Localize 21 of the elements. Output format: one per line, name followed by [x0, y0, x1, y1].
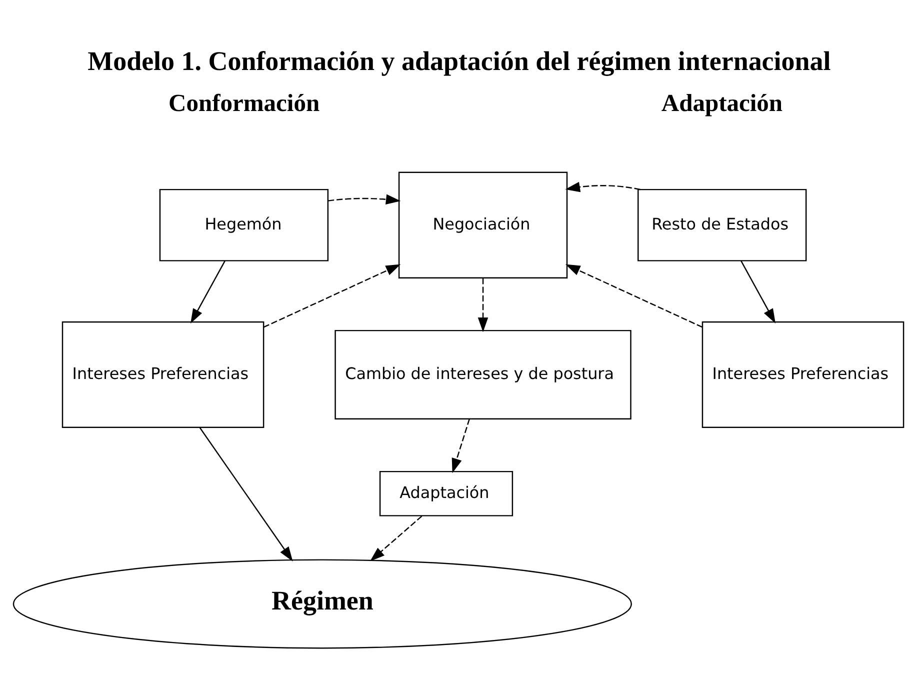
node-ellipse: Régimen	[12, 558, 632, 648]
arrow	[740, 260, 776, 324]
arrow	[565, 264, 703, 328]
node-box: Resto de Estados	[638, 188, 807, 261]
arrow	[565, 181, 640, 192]
arrow	[452, 418, 470, 473]
node-box: Cambio de intereses y de postura	[334, 329, 632, 419]
node-box: Intereses Preferencias	[62, 320, 264, 428]
diagram-title: Modelo 1. Conformación y adaptación del régimen internacional	[88, 46, 831, 76]
arrow	[200, 427, 293, 561]
label: Adaptación	[661, 90, 783, 117]
arrow	[263, 264, 401, 328]
arrow	[370, 515, 422, 561]
node-box: Intereses Preferencias	[702, 320, 904, 428]
arrow	[328, 194, 401, 204]
arrow	[478, 278, 488, 332]
node-box: Hegemón	[159, 188, 329, 261]
label: Conformación	[168, 90, 320, 117]
arrow	[190, 260, 226, 324]
node-box: Adaptación	[379, 470, 514, 516]
node-box: Negociación	[398, 171, 568, 278]
